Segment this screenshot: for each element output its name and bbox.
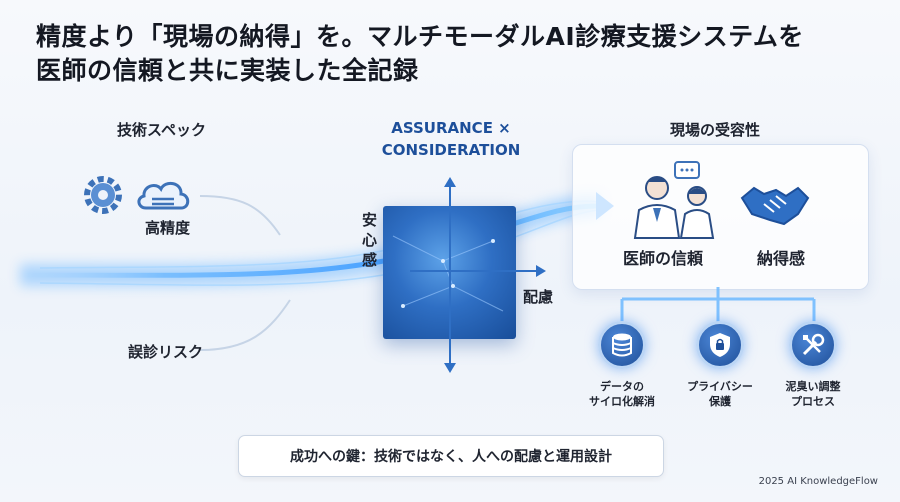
doctor-trust-label: 医師の信頼 — [623, 249, 704, 268]
title-line-1: 精度より「現場の納得」を。マルチモーダルAI診療支援システムを — [36, 22, 804, 51]
tools-icon — [802, 333, 825, 356]
challenge-privacy: プライバシー 保護 — [683, 321, 757, 409]
doctors-icon — [633, 161, 715, 239]
challenge-circle — [789, 321, 837, 369]
challenge-text-line-1: 泥臭い調整 — [785, 380, 841, 393]
challenge-text-line-1: データの — [600, 380, 644, 393]
footer-credit: 2025 AI KnowledgeFlow — [758, 476, 878, 487]
challenge-connectors — [620, 287, 816, 323]
handshake-icon — [740, 186, 810, 226]
cloud-icon — [137, 181, 190, 210]
challenge-text-line-2: 保護 — [709, 395, 731, 408]
axis-label-assurance: 安心感 — [362, 211, 378, 269]
assurance-heading-line-1: ASSURANCE × — [391, 119, 511, 137]
axis-label-consideration: 配慮 — [523, 288, 554, 306]
database-icon — [612, 333, 632, 357]
assurance-heading-line-2: CONSIDERATION — [381, 141, 521, 159]
field-acceptance-heading: 現場の受容性 — [670, 121, 761, 139]
challenge-circle — [598, 321, 646, 369]
matrix-axes — [410, 177, 546, 373]
challenge-text-line-2: プロセス — [791, 395, 835, 408]
challenge-text: プライバシー 保護 — [683, 379, 757, 409]
input-line-bottom — [199, 299, 291, 351]
challenge-text: 泥臭い調整 プロセス — [776, 379, 850, 409]
tech-spec-heading: 技術スペック — [117, 121, 206, 139]
key-message-box: 成功への鍵：技術ではなく、人への配慮と運用設計 — [238, 435, 664, 477]
matrix-network-lines — [392, 235, 504, 312]
challenge-circle — [696, 321, 744, 369]
gear-icon — [84, 176, 122, 214]
challenge-text-line-1: プライバシー — [687, 380, 753, 393]
misdiagnosis-risk-label: 誤診リスク — [128, 343, 204, 361]
title-line-2: 医師の信頼と共に実装した全記録 — [36, 56, 419, 85]
challenge-data-silo: データの サイロ化解消 — [585, 321, 659, 409]
page-title: 精度より「現場の納得」を。マルチモーダルAI診療支援システムを 医師の信頼と共に… — [36, 20, 866, 88]
assurance-consideration-heading: ASSURANCE × CONSIDERATION — [376, 117, 526, 161]
challenge-coordination-process: 泥臭い調整 プロセス — [776, 321, 850, 409]
shield-lock-icon — [710, 333, 730, 357]
input-line-top — [199, 195, 281, 236]
challenge-text-line-2: サイロ化解消 — [589, 395, 655, 408]
challenge-text: データの サイロ化解消 — [585, 379, 659, 409]
satisfaction-label: 納得感 — [757, 249, 806, 268]
accuracy-label: 高精度 — [145, 219, 191, 237]
acceptance-card — [572, 144, 869, 290]
